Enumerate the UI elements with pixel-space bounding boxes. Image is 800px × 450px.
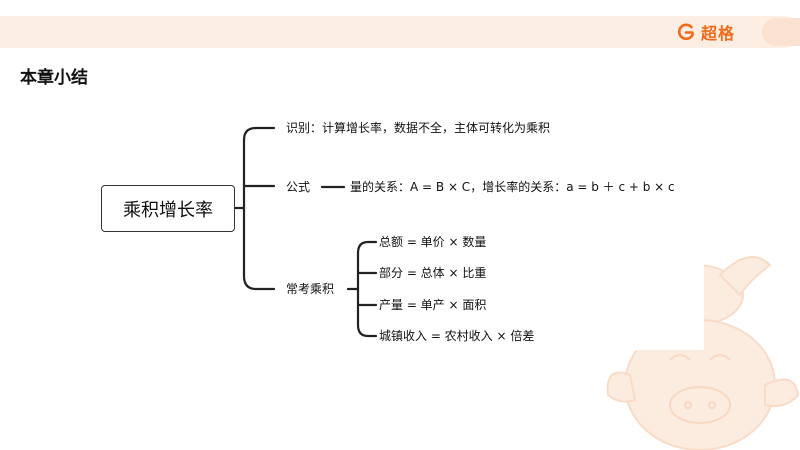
horse-mascot-watermark [606, 243, 800, 450]
brand-logo-icon [677, 23, 695, 41]
header-band [0, 16, 800, 48]
mindmap-root: 乘积增长率 [101, 185, 235, 232]
page-title: 本章小结 [20, 68, 88, 88]
product-item-part: 部分 = 总体 × 比重 [379, 266, 487, 280]
product-item-total: 总额 = 单价 × 数量 [379, 235, 487, 249]
branch-identify: 识别：计算增长率，数据不全，主体可转化为乘积 [286, 121, 551, 135]
header-band-tail [762, 18, 800, 46]
product-item-income: 城镇收入 = 农村收入 × 倍差 [379, 329, 535, 343]
mindmap: 乘积增长率 识别：计算增长率，数据不全，主体可转化为乘积 公式 量的关系：A =… [96, 115, 704, 350]
brand: 超格 [676, 19, 754, 45]
branch-formula: 公式 [286, 180, 311, 194]
product-item-output: 产量 = 单产 × 面积 [379, 298, 487, 312]
mindmap-connectors [233, 126, 378, 338]
formula-relation: 量的关系：A = B × C，增长率的关系：a = b ＋ c + b × c [350, 180, 675, 194]
brand-name: 超格 [701, 24, 736, 43]
branch-common-products: 常考乘积 [286, 282, 335, 296]
